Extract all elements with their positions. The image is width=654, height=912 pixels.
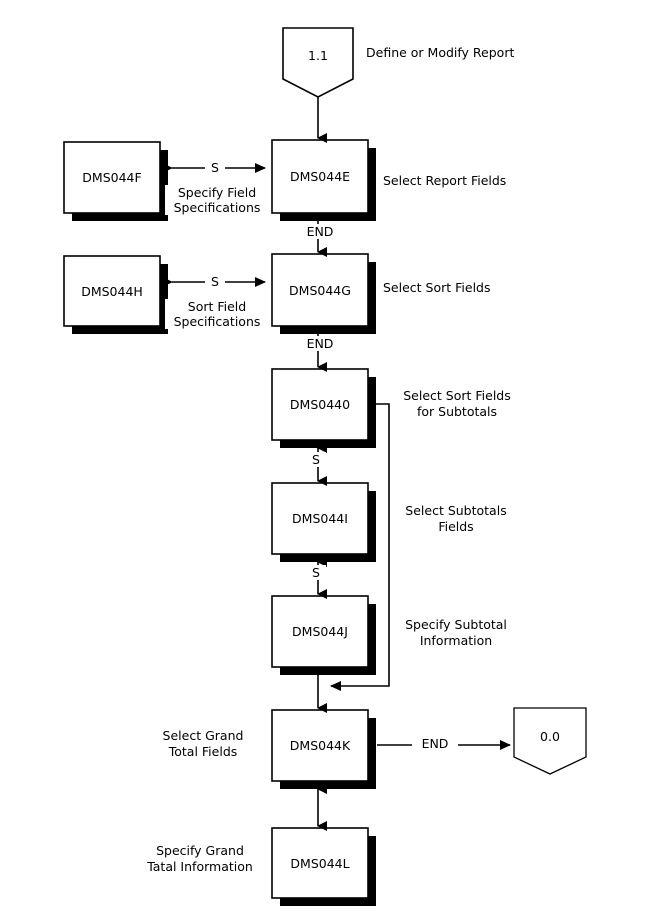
node-dms044i (271, 482, 369, 555)
edge-label-s-dms044i-dms044j: S (306, 565, 326, 580)
node-label-dms044f: DMS044F (82, 170, 142, 185)
node-label-dms044g: DMS044G (289, 283, 351, 298)
node-dms044k (271, 709, 369, 782)
edge-label-end-dms044e: END (297, 224, 343, 239)
annotation-select-subtotals-fields: Select Subtotals Fields (405, 503, 507, 534)
annotation-define-or-modify-report: Define or Modify Report (366, 45, 515, 60)
node-dms044j (271, 595, 369, 668)
annotation-select-sort-fields: Select Sort Fields (383, 280, 491, 295)
node-label-dms044h: DMS044H (81, 284, 143, 299)
node-dms044f (63, 141, 161, 214)
node-dms044g (271, 253, 369, 327)
edge-label-s-dms0440-dms044i: S (306, 452, 326, 467)
node-label-dms044l: DMS044L (290, 856, 350, 871)
node-label-dms044k: DMS044K (289, 738, 351, 753)
edge-label-sort-field-specifications: Sort Field Specifications (165, 299, 269, 329)
annotation-select-report-fields: Select Report Fields (383, 173, 507, 188)
node-label-end: 0.0 (540, 729, 560, 744)
annotation-specify-grand-total-information: Specify Grand Tatal Information (147, 843, 253, 874)
node-label-start: 1.1 (308, 48, 328, 63)
node-label-dms044i: DMS044I (292, 511, 348, 526)
edge-label-specify-field-specifications: Specify Field Specifications (165, 185, 269, 215)
node-label-dms044e: DMS044E (289, 169, 351, 184)
node-dms0440 (271, 368, 369, 441)
annotation-select-sort-fields-subtotals: Select Sort Fields for Subtotals (403, 388, 511, 419)
node-dms044h (63, 255, 161, 327)
edge-label-sort-field-s: S (205, 274, 225, 289)
node-label-dms044j: DMS044J (292, 624, 348, 639)
node-label-dms0440: DMS0440 (289, 397, 351, 412)
node-end-pentagon (513, 707, 587, 775)
edge-label-end-dms044k: END (412, 736, 458, 751)
edge-label-end-dms044g: END (297, 336, 343, 351)
annotation-specify-subtotal-information: Specify Subtotal Information (405, 617, 507, 648)
annotation-select-grand-total-fields: Select Grand Total Fields (162, 728, 244, 759)
node-start-pentagon (282, 27, 354, 98)
connector-dms0440-bypass (330, 403, 390, 691)
node-shapes (63, 27, 587, 899)
edge-label-specify-field-s: S (205, 160, 225, 175)
